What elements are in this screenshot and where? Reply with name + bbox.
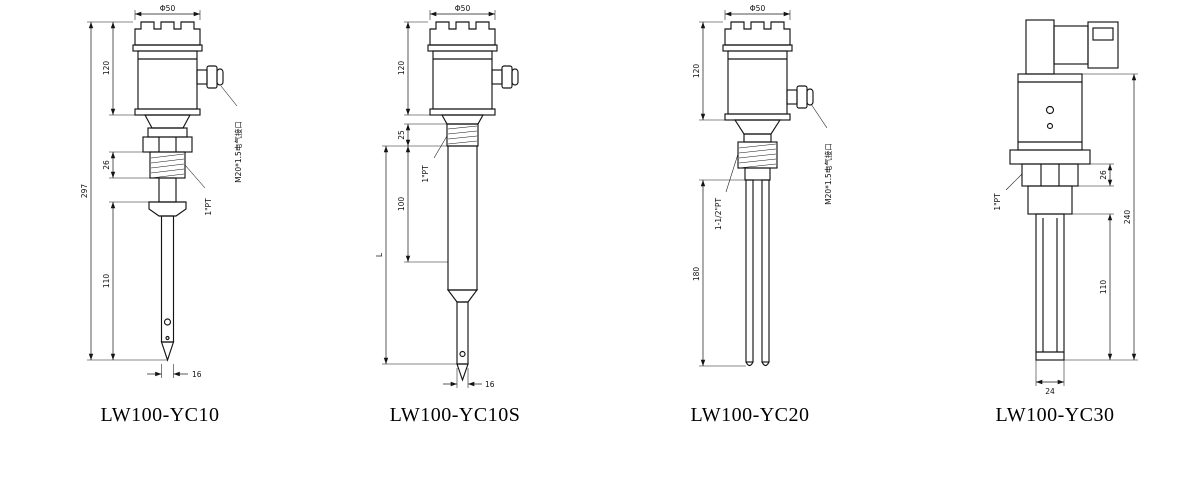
model-caption-yc10: LW100-YC10 bbox=[100, 404, 220, 426]
yc20-thread-hatch bbox=[738, 143, 777, 169]
yc10s-dim-housing: 120 bbox=[397, 61, 406, 76]
yc30-label-thread: 1"PT bbox=[993, 193, 1002, 211]
yc10-label-thread: 1"PT bbox=[204, 198, 213, 216]
yc10-dim-overall: 297 bbox=[80, 184, 89, 199]
yc20-dimension-lines bbox=[700, 11, 790, 366]
yc10s-dimension-lines bbox=[383, 11, 495, 387]
yc30-dimension-lines bbox=[1036, 74, 1137, 385]
yc10-extension-lines bbox=[87, 10, 201, 378]
panel-yc10s: Φ50 120 25 100 L 16 1"PT LW100-YC10S bbox=[330, 2, 580, 427]
model-caption-yc30: LW100-YC30 bbox=[995, 404, 1115, 426]
yc20-dim-housing: 120 bbox=[692, 64, 701, 79]
yc10s-thread-hatch bbox=[447, 125, 478, 145]
yc10-dim-thread-length: 26 bbox=[102, 160, 111, 170]
model-caption-yc20: LW100-YC20 bbox=[690, 404, 810, 426]
yc20-dim-top: Φ50 bbox=[750, 4, 766, 13]
yc30-dim-tip: 24 bbox=[1045, 387, 1055, 396]
yc10-label-gland: M20*1.5电气接口 bbox=[233, 121, 243, 183]
yc20-part-outline bbox=[722, 21, 814, 367]
yc10-dimension-lines bbox=[88, 11, 200, 377]
drawing-yc20: Φ50 120 180 M20*1.5电气接口 1-1/2"PT bbox=[692, 4, 833, 367]
yc20-label-thread: 1-1/2"PT bbox=[714, 198, 723, 231]
yc10-dim-tip: 16 bbox=[192, 370, 202, 379]
yc10s-part-outline bbox=[427, 21, 519, 382]
yc10-leader-lines bbox=[184, 85, 238, 189]
yc10s-dim-tip: 16 bbox=[485, 380, 495, 389]
yc30-dim-overall: 240 bbox=[1123, 210, 1132, 225]
drawing-yc10: Φ50 120 297 26 110 16 M20*1.5电气接口 1"PT bbox=[80, 4, 243, 379]
yc10-thread-hatch bbox=[150, 153, 185, 179]
yc10s-dim-thread-length: 25 bbox=[397, 130, 406, 140]
yc20-label-gland: M20*1.5电气接口 bbox=[823, 143, 833, 205]
panel-yc30: 26 110 240 24 1"PT LW100-YC30 bbox=[930, 2, 1180, 427]
yc10s-label-thread: 1"PT bbox=[421, 165, 430, 183]
yc30-dim-hex: 26 bbox=[1099, 170, 1108, 180]
yc30-leader-lines bbox=[1005, 173, 1023, 191]
yc10-dim-top: Φ50 bbox=[160, 4, 176, 13]
yc20-extension-lines bbox=[699, 10, 791, 367]
yc10s-dim-insertion-length: L bbox=[375, 252, 384, 257]
yc10s-leader-lines bbox=[433, 135, 448, 159]
yc10-dim-fork-length: 110 bbox=[102, 274, 111, 289]
yc20-leader-lines bbox=[725, 103, 828, 193]
panel-yc10: Φ50 120 297 26 110 16 M20*1.5电气接口 1"PT L… bbox=[35, 2, 285, 427]
yc30-extension-lines bbox=[1035, 73, 1138, 386]
yc30-dim-fork-length: 110 bbox=[1099, 280, 1108, 295]
model-caption-yc10s: LW100-YC10S bbox=[389, 404, 521, 426]
yc10-dim-housing: 120 bbox=[102, 61, 111, 76]
yc20-dim-rod-length: 180 bbox=[692, 267, 701, 282]
panel-yc20: Φ50 120 180 M20*1.5电气接口 1-1/2"PT LW100-Y… bbox=[625, 2, 875, 427]
drawing-yc10s: Φ50 120 25 100 L 16 1"PT bbox=[375, 4, 519, 389]
yc10-part-outline bbox=[132, 21, 224, 362]
yc10s-dim-tube: 100 bbox=[397, 197, 406, 212]
yc30-part-outline bbox=[1009, 19, 1119, 361]
drawing-yc30: 26 110 240 24 1"PT bbox=[993, 19, 1138, 396]
yc10s-dim-top: Φ50 bbox=[455, 4, 471, 13]
